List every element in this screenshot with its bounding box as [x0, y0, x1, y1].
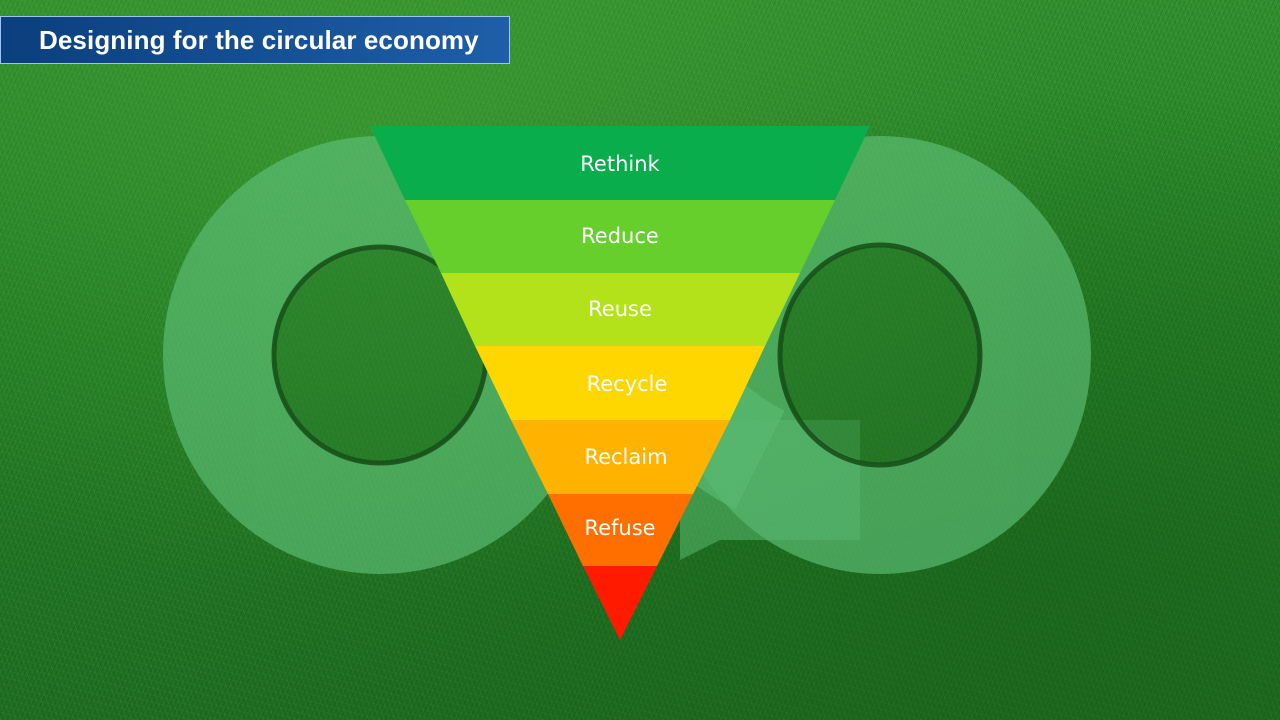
level-band-0 — [370, 126, 870, 200]
level-label-reduce: Reduce — [581, 224, 659, 248]
level-label-rethink: Rethink — [580, 152, 660, 176]
level-band-2 — [441, 273, 800, 346]
level-band-5 — [548, 494, 693, 566]
level-band-3 — [475, 346, 765, 420]
title-banner: Designing for the circular economy — [0, 16, 510, 64]
level-label-refuse: Refuse — [584, 516, 655, 540]
level-band-4 — [511, 420, 730, 494]
waste-hierarchy-triangle: Rethink Reduce Reuse Recycle Reclaim Ref… — [370, 126, 870, 640]
level-band-1 — [405, 200, 835, 273]
level-label-recycle: Recycle — [587, 372, 668, 396]
level-label-reclaim: Reclaim — [584, 445, 667, 469]
level-band-6 — [583, 566, 657, 640]
level-label-reuse: Reuse — [588, 297, 652, 321]
slide-title: Designing for the circular economy — [39, 24, 479, 55]
